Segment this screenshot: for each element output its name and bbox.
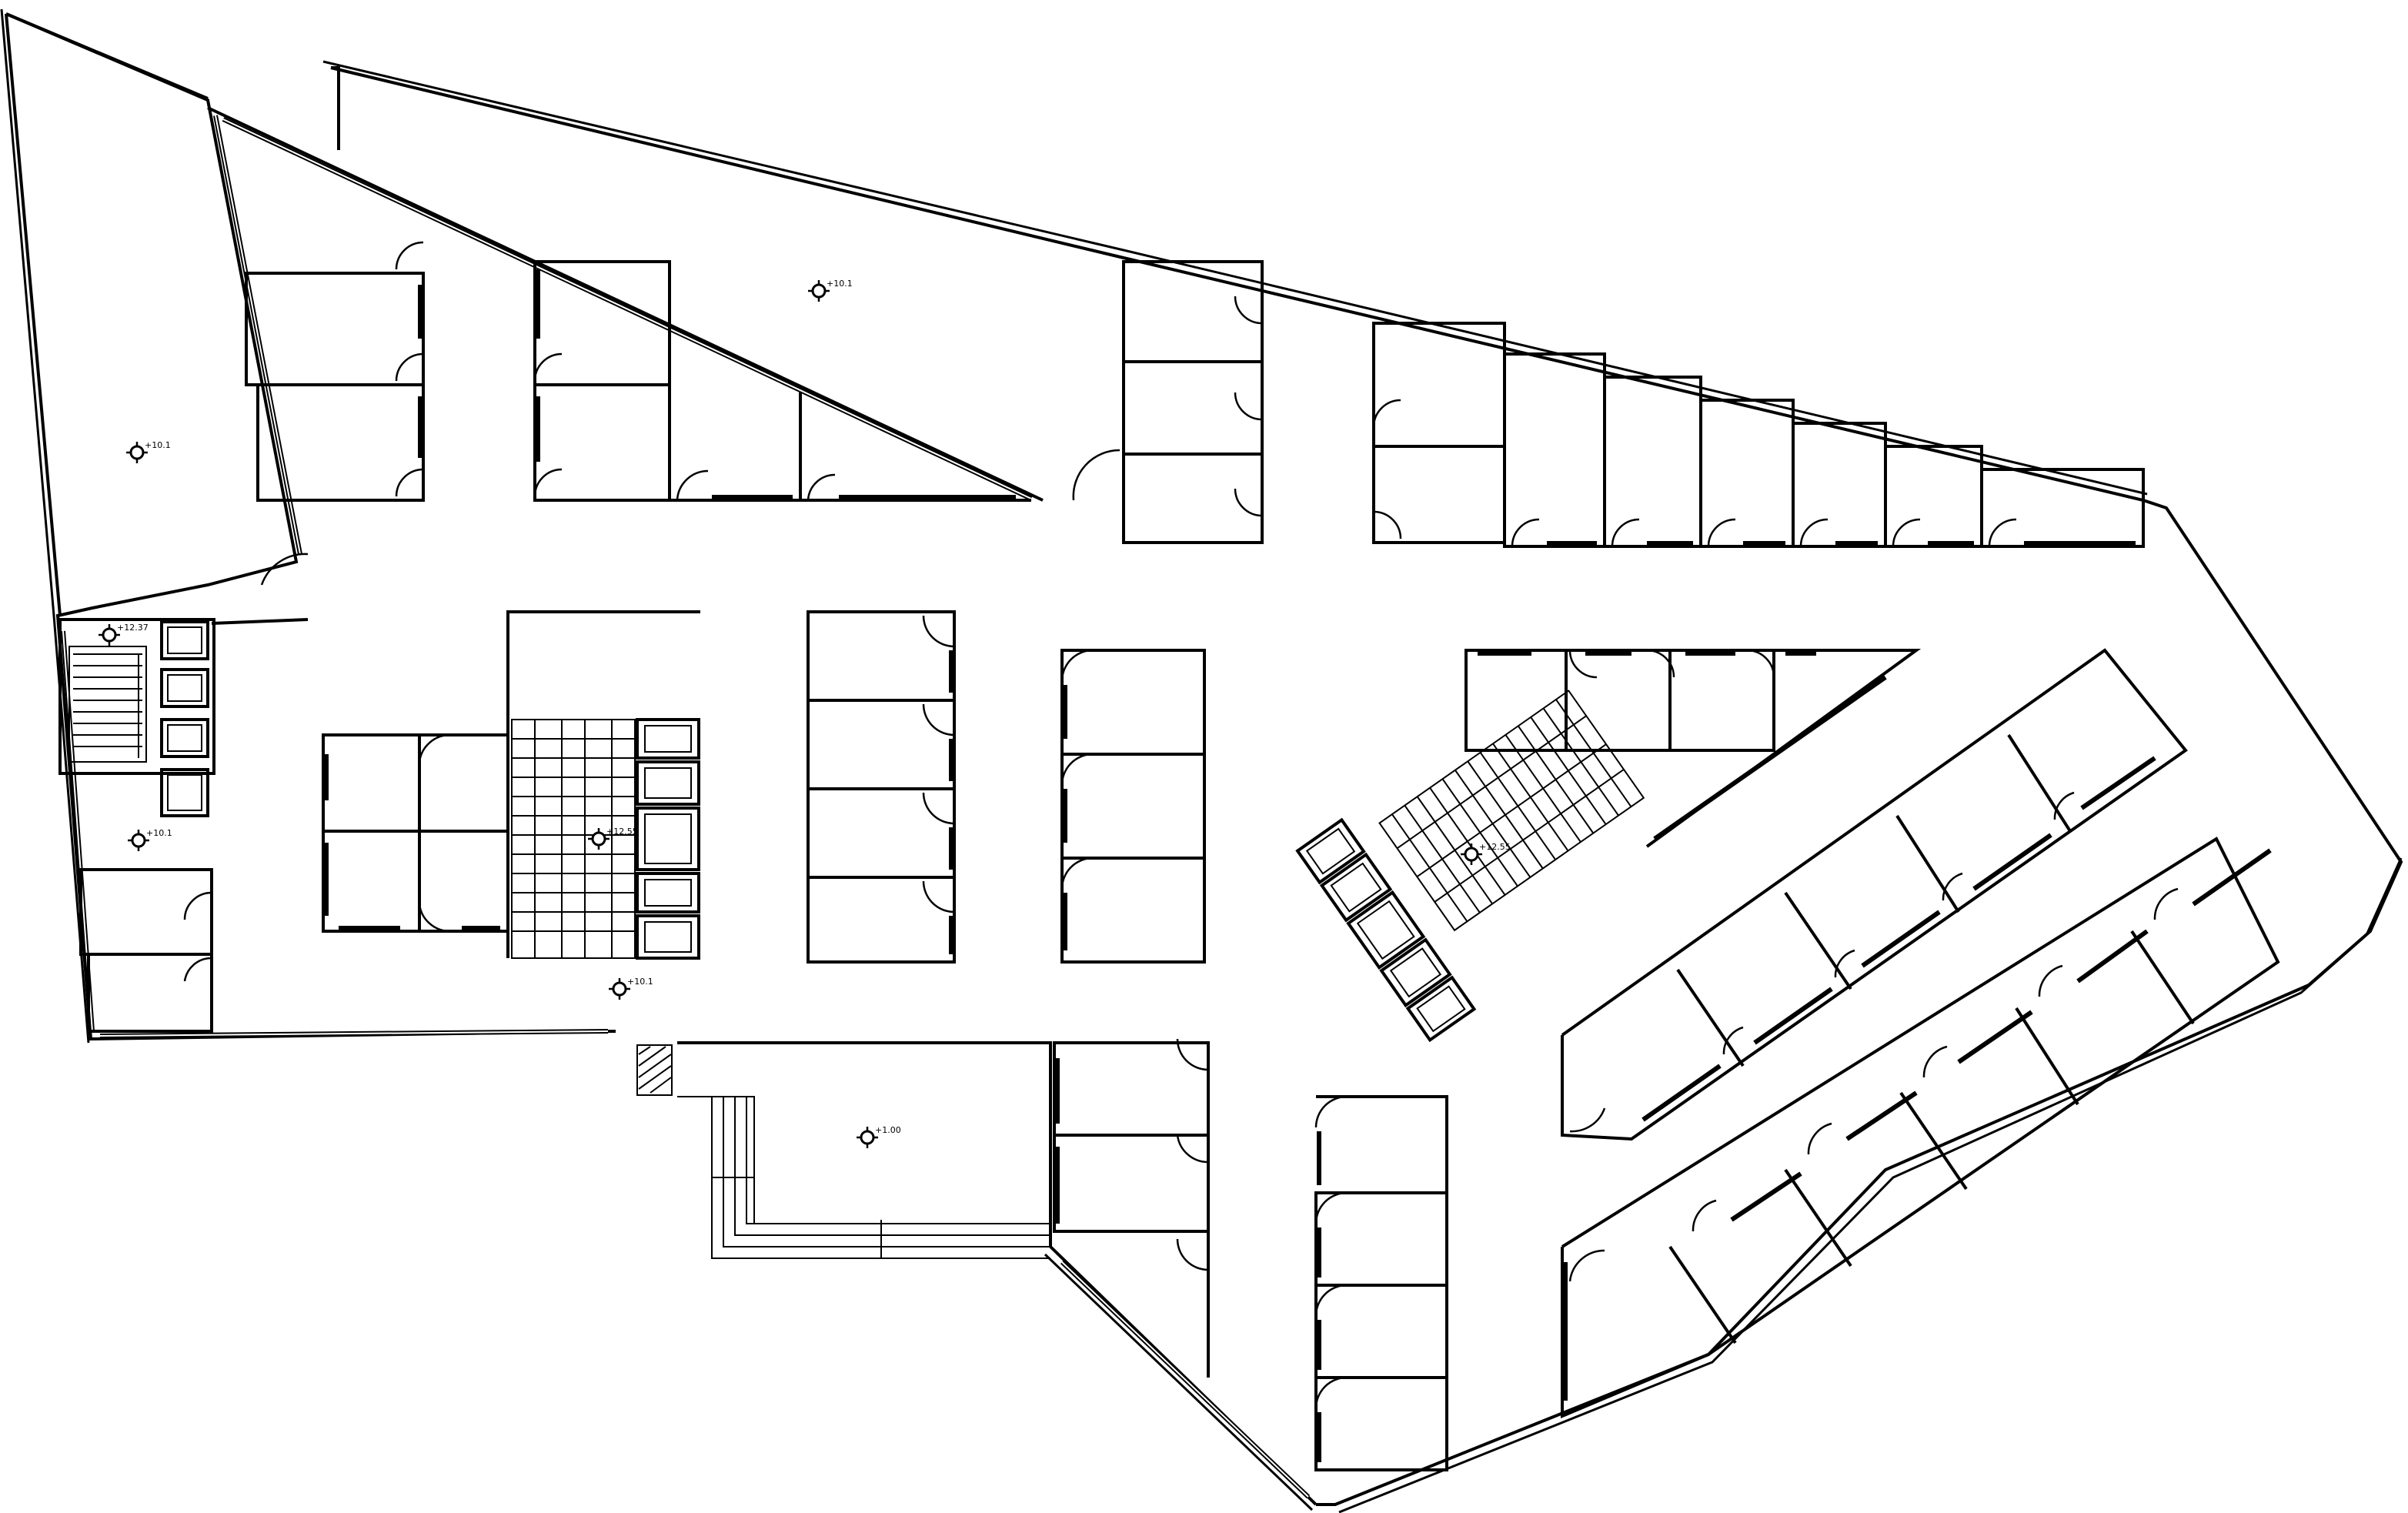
level-mark: +12.55: [1461, 842, 1511, 865]
level-mark: +12.37: [99, 623, 149, 646]
entrance-steps: [636, 1044, 1050, 1259]
level-mark-label: +12.37: [117, 623, 149, 633]
level-mark-symbol: [129, 445, 145, 460]
elevators-east: [1295, 817, 1477, 1043]
stair-west: [68, 646, 147, 763]
center-blocks: [807, 610, 1206, 964]
stair-central: [511, 719, 636, 959]
level-mark: +1.00: [857, 1125, 901, 1148]
level-mark-symbol: [131, 833, 146, 848]
level-mark-label: +12.55: [606, 827, 638, 837]
level-mark: +10.1: [126, 440, 171, 463]
east-rows: [1561, 648, 2280, 1419]
west-wing: [58, 553, 309, 1033]
level-mark-symbol: [860, 1130, 875, 1145]
nw-rooms: [245, 241, 1031, 502]
level-mark-label: +10.1: [827, 279, 853, 289]
se-rooms: [1053, 1038, 1448, 1471]
outer-walls: [0, 8, 2403, 1513]
level-mark: +10.1: [808, 279, 853, 302]
central-core: [322, 610, 700, 960]
window-strips: [61, 115, 1311, 1499]
level-mark-label: +10.1: [145, 440, 171, 450]
level-mark-label: +1.00: [875, 1125, 901, 1135]
level-mark: +10.1: [609, 977, 653, 1000]
level-marks: +10.1 +10.1 +12.37 +10.1 +12.55 +10.1 +12.55 +1…: [99, 279, 1511, 1148]
east-core: [1295, 649, 1922, 1043]
level-mark-label: +12.55: [1479, 842, 1511, 852]
level-mark-symbol: [811, 283, 827, 299]
stair-east: [1378, 690, 1645, 932]
level-mark-symbol: [1464, 847, 1479, 862]
level-mark-label: +10.1: [627, 977, 653, 987]
level-mark: +10.1: [128, 828, 172, 851]
level-mark-symbol: [102, 627, 117, 643]
level-mark-symbol: [591, 831, 606, 847]
ne-rooms: [1072, 260, 2145, 548]
level-mark: +12.55: [588, 827, 638, 850]
level-mark-label: +10.1: [146, 828, 172, 838]
level-mark-symbol: [612, 981, 627, 997]
